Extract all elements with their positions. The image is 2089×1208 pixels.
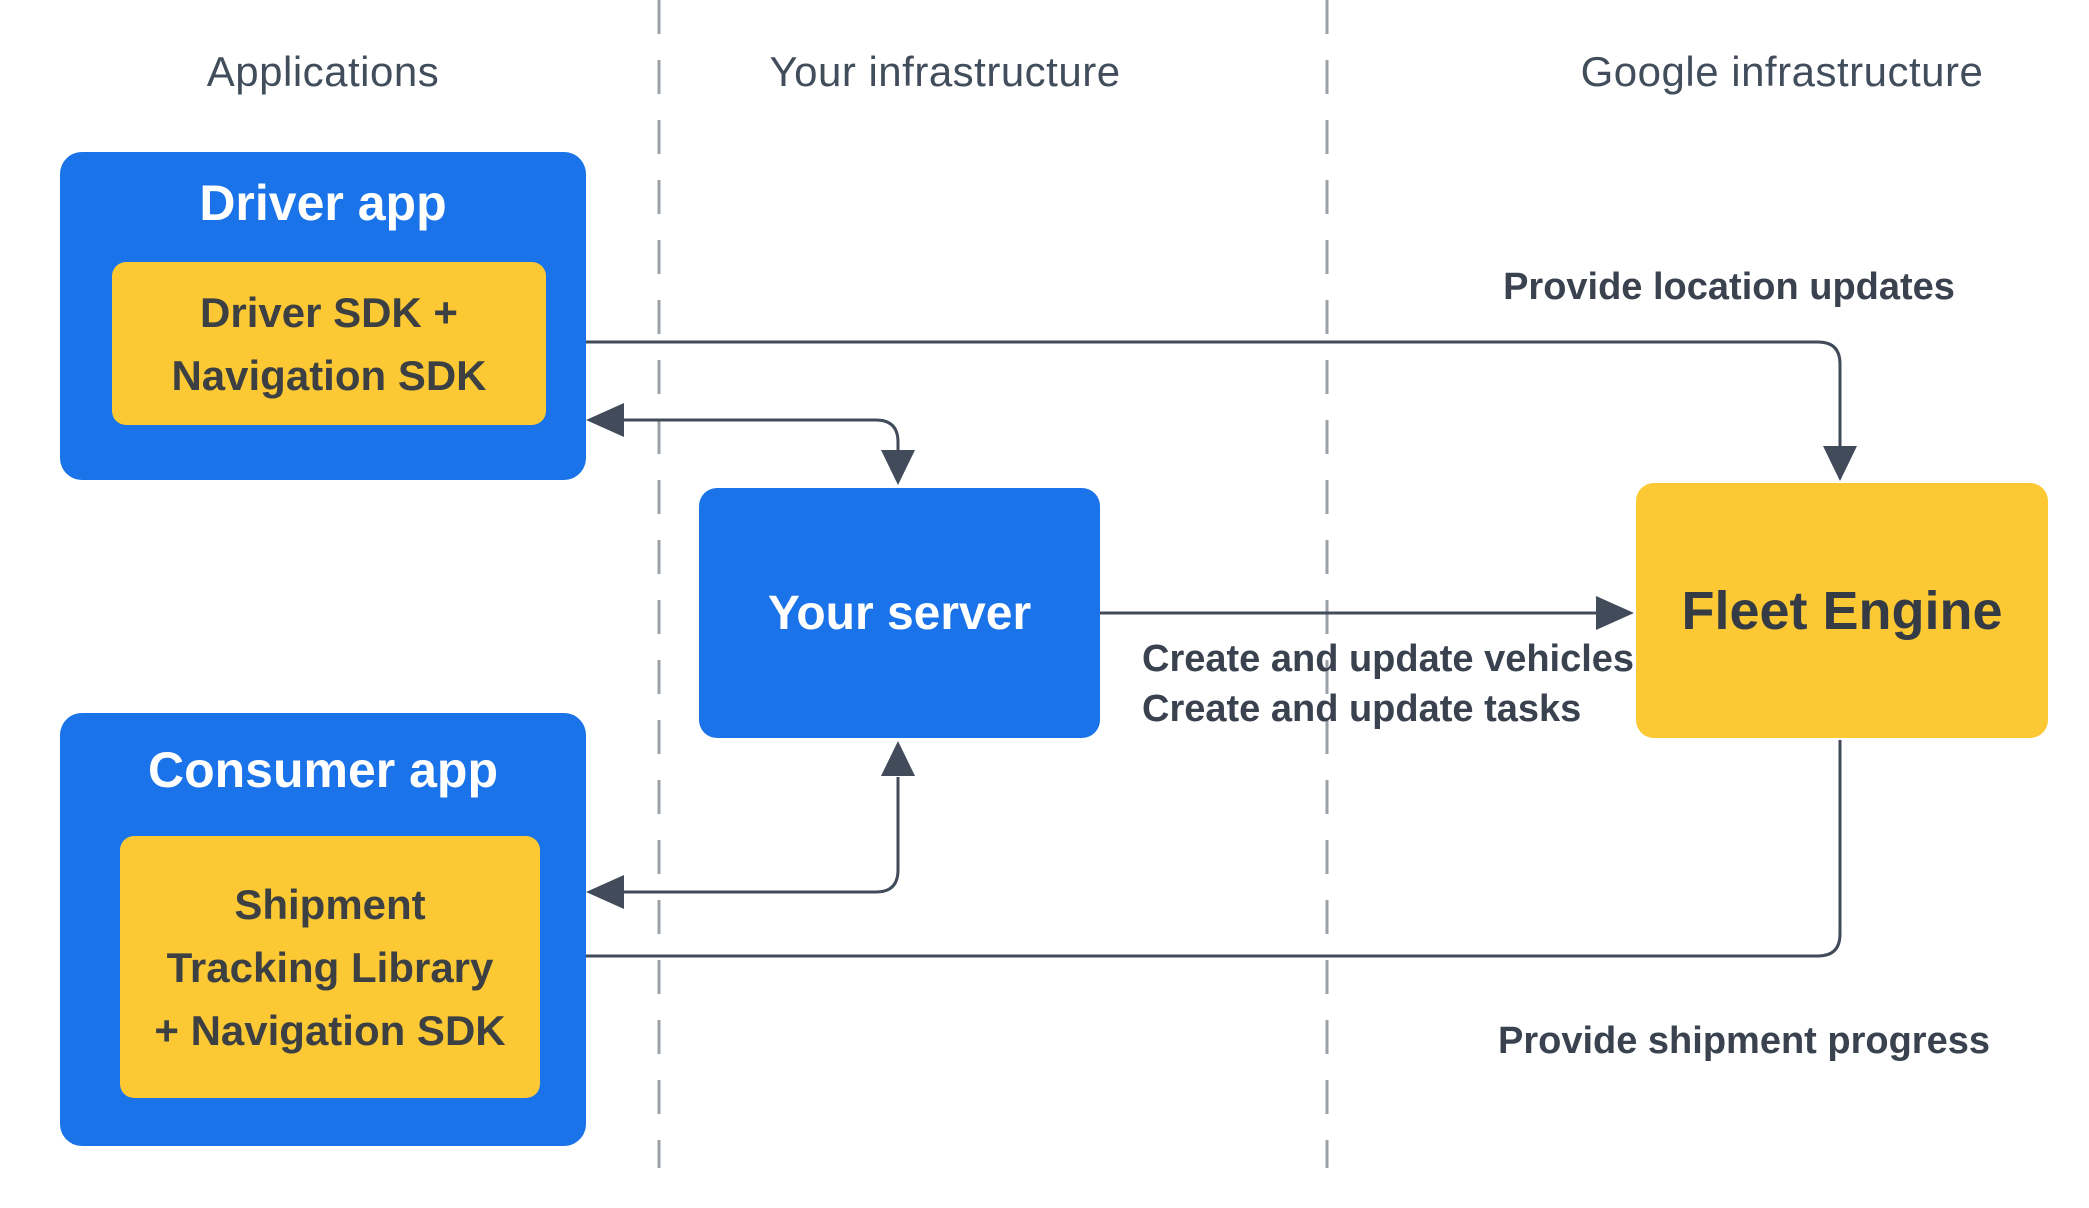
shipment-library-line-2: Tracking Library (166, 943, 494, 991)
edge-label-provide-shipment-progress: Provide shipment progress (1497, 1020, 1990, 1062)
edge-label-create-update-vehicles: Create and update vehicles (1142, 638, 1635, 680)
arrowhead-into-driver-app (586, 403, 624, 437)
driver-sdk-box: Driver SDK + Navigation SDK (112, 262, 546, 425)
arrowhead-into-your-server-bottom (881, 741, 915, 776)
column-header-applications: Applications (206, 48, 440, 95)
edge-consumer-app-your-server (586, 741, 915, 909)
consumer-app-node: Consumer app Shipment Tracking Library +… (60, 713, 586, 1146)
fleet-engine-node: Fleet Engine (1636, 483, 2048, 738)
edge-driver-app-your-server (586, 403, 915, 485)
fleet-engine-title: Fleet Engine (1681, 580, 2003, 641)
arrowhead-into-your-server-top (881, 450, 915, 485)
arrowhead-into-consumer-app (586, 875, 624, 909)
your-server-node: Your server (699, 488, 1100, 738)
edge-label-create-update: Create and update vehicles Create and up… (1142, 634, 1634, 734)
shipment-library-line-1: Shipment (234, 880, 426, 928)
arrowhead-into-fleet-engine-top (1823, 446, 1857, 481)
driver-app-title: Driver app (199, 175, 447, 231)
driver-app-node: Driver app Driver SDK + Navigation SDK (60, 152, 586, 480)
edge-label-create-update-tasks: Create and update tasks (1142, 688, 1582, 730)
arrowhead-into-fleet-engine-left (1596, 596, 1634, 630)
driver-sdk-line-2: Navigation SDK (171, 351, 487, 399)
your-server-title: Your server (767, 586, 1032, 640)
shipment-tracking-library-box: Shipment Tracking Library + Navigation S… (120, 836, 540, 1098)
edge-server-fleet-engine (1100, 596, 1634, 630)
shipment-library-line-3: + Navigation SDK (154, 1006, 506, 1054)
edge-fleet-engine-consumer (544, 740, 1842, 973)
column-header-google-infrastructure: Google infrastructure (1580, 48, 1984, 95)
edge-location-updates (548, 325, 1857, 481)
consumer-app-title: Consumer app (147, 742, 499, 798)
edge-label-provide-location-updates: Provide location updates (1503, 266, 1955, 308)
column-header-your-infrastructure: Your infrastructure (769, 48, 1121, 95)
driver-sdk-line-1: Driver SDK + (200, 288, 458, 336)
